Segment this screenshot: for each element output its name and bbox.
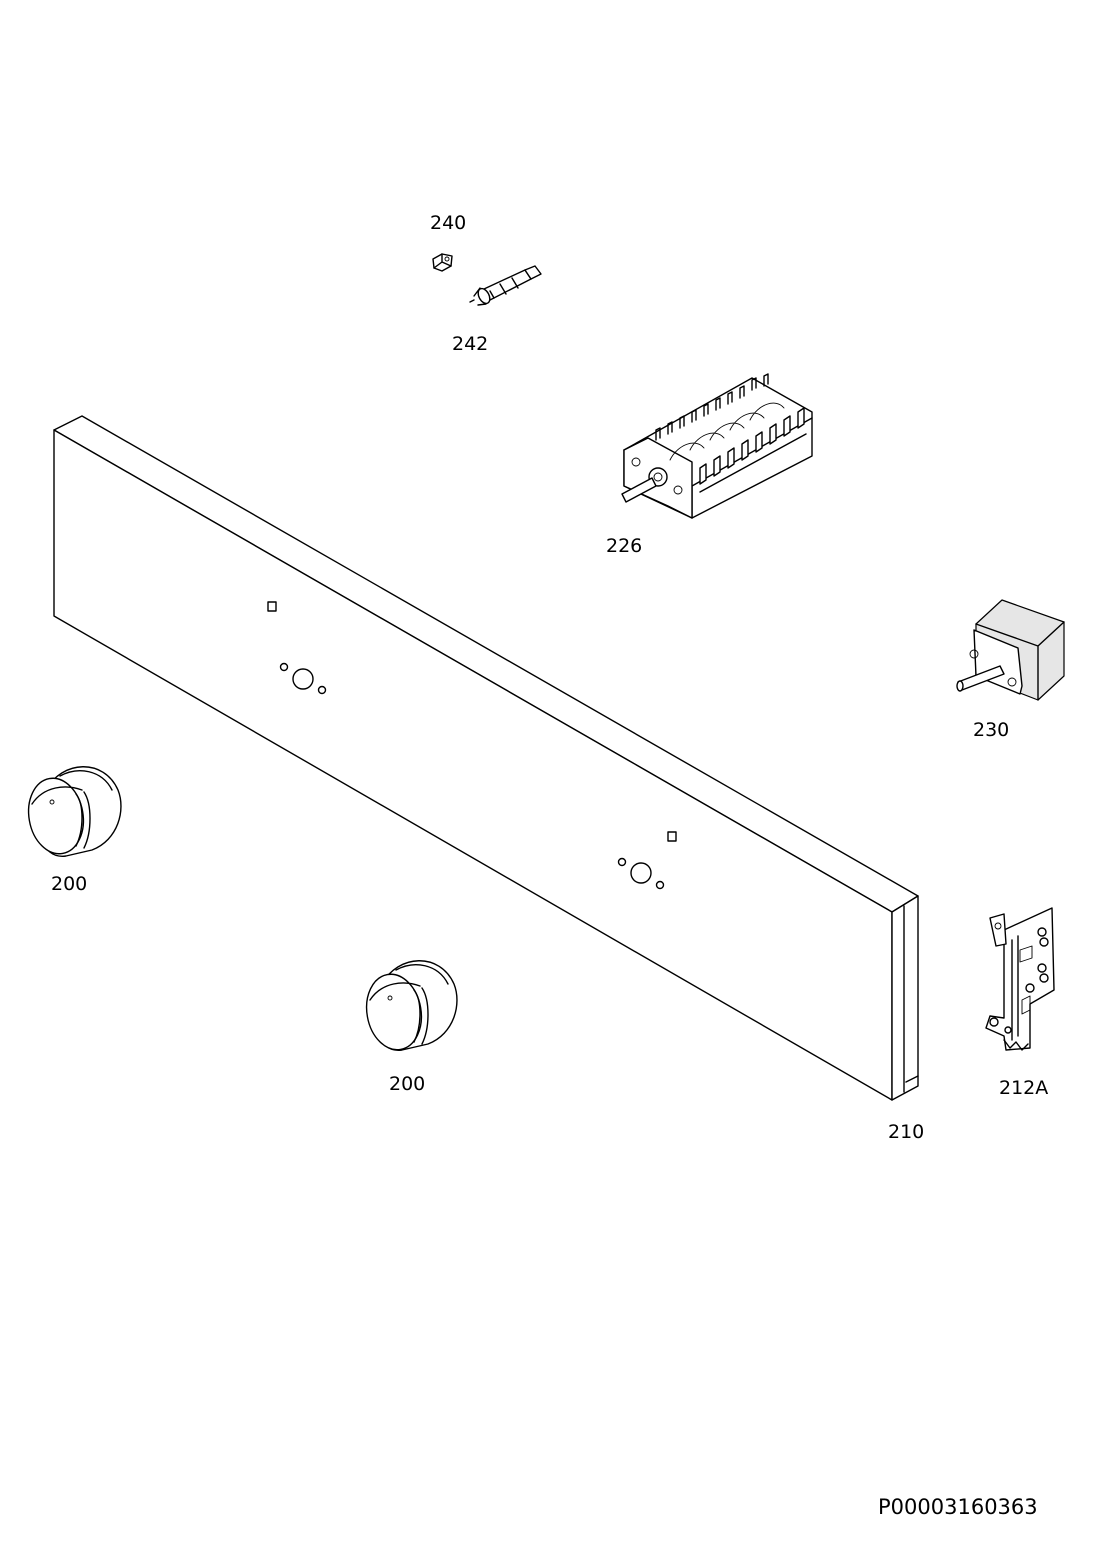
knob-left-drawing[interactable] <box>23 766 122 858</box>
signal-lamp-drawing[interactable] <box>469 265 542 306</box>
part-label-200-center: 200 <box>389 1073 425 1095</box>
drawing-reference-code: P00003160363 <box>878 1495 1038 1519</box>
part-label-230: 230 <box>973 719 1009 741</box>
part-label-210: 210 <box>888 1121 924 1143</box>
part-label-226: 226 <box>606 535 642 557</box>
part-label-242: 242 <box>452 333 488 355</box>
part-label-200-left: 200 <box>51 873 87 895</box>
thermostat-drawing[interactable] <box>956 599 1065 701</box>
knob-center-drawing[interactable] <box>361 960 458 1054</box>
control-panel-drawing[interactable] <box>53 415 919 1101</box>
signal-lamp-cap-drawing[interactable] <box>432 253 453 272</box>
selector-switch-drawing[interactable] <box>621 373 813 519</box>
part-label-240: 240 <box>430 212 466 234</box>
mounting-bracket-drawing[interactable] <box>985 907 1055 1051</box>
part-label-212A: 212A <box>999 1077 1048 1099</box>
